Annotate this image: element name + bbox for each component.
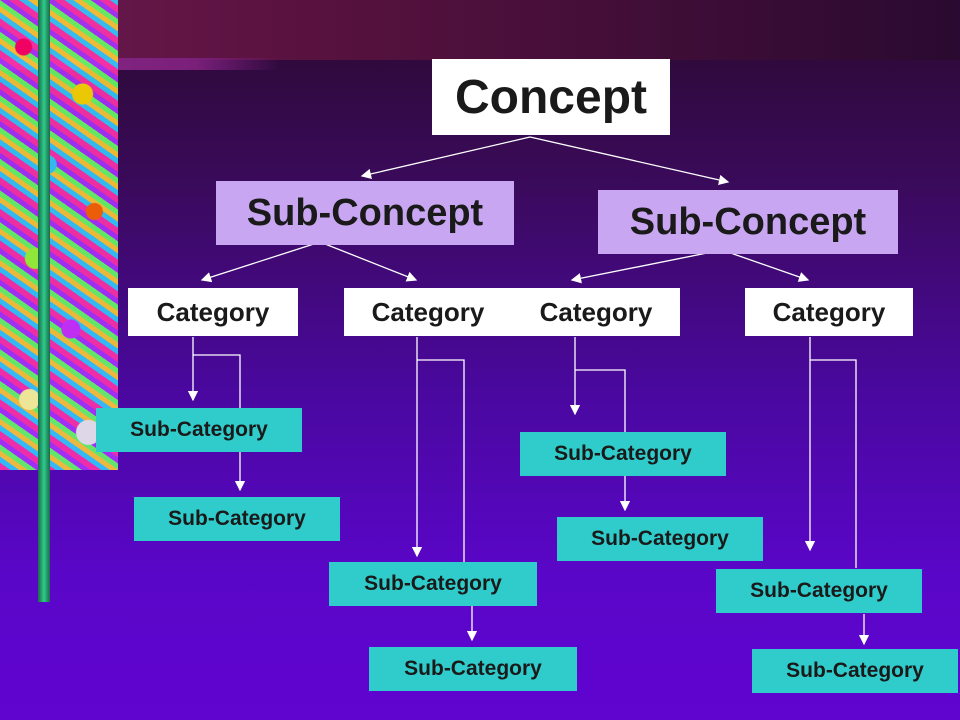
category-box-1: Category — [128, 288, 298, 336]
sub-category-box-6: Sub-Category — [557, 517, 763, 561]
category-box-2: Category — [344, 288, 512, 336]
decorative-art-panel — [0, 0, 118, 470]
connector-subconcept-2-to-category-4 — [721, 249, 810, 282]
sub-concept-box-2: Sub-Concept — [598, 190, 898, 254]
connector-category-3-bracket — [575, 369, 626, 432]
connector-subconcept-1-to-category-2 — [319, 241, 418, 282]
sub-category-box-3: Sub-Category — [329, 562, 537, 606]
top-banner — [0, 0, 960, 60]
concept-box: Concept — [432, 59, 670, 135]
connector-subconcept-1-to-category-1 — [200, 241, 321, 283]
decorative-green-bar — [38, 0, 50, 602]
sub-category-box-1: Sub-Category — [96, 408, 302, 452]
category-box-3: Category — [512, 288, 680, 336]
connector-concept-to-subconcept-2 — [529, 136, 730, 186]
sub-concept-box-1: Sub-Concept — [216, 181, 514, 245]
category-box-4: Category — [745, 288, 913, 336]
sub-category-box-8: Sub-Category — [752, 649, 958, 693]
sub-category-box-4: Sub-Category — [369, 647, 577, 691]
sub-category-box-5: Sub-Category — [520, 432, 726, 476]
connector-concept-to-subconcept-1 — [360, 136, 531, 180]
connector-category-1-bracket — [193, 354, 241, 408]
sub-category-box-7: Sub-Category — [716, 569, 922, 613]
connector-subconcept-2-to-category-3 — [570, 249, 723, 284]
connector-category-2-bracket — [417, 359, 465, 562]
connector-category-4-bracket — [810, 359, 857, 568]
sub-category-box-2: Sub-Category — [134, 497, 340, 541]
